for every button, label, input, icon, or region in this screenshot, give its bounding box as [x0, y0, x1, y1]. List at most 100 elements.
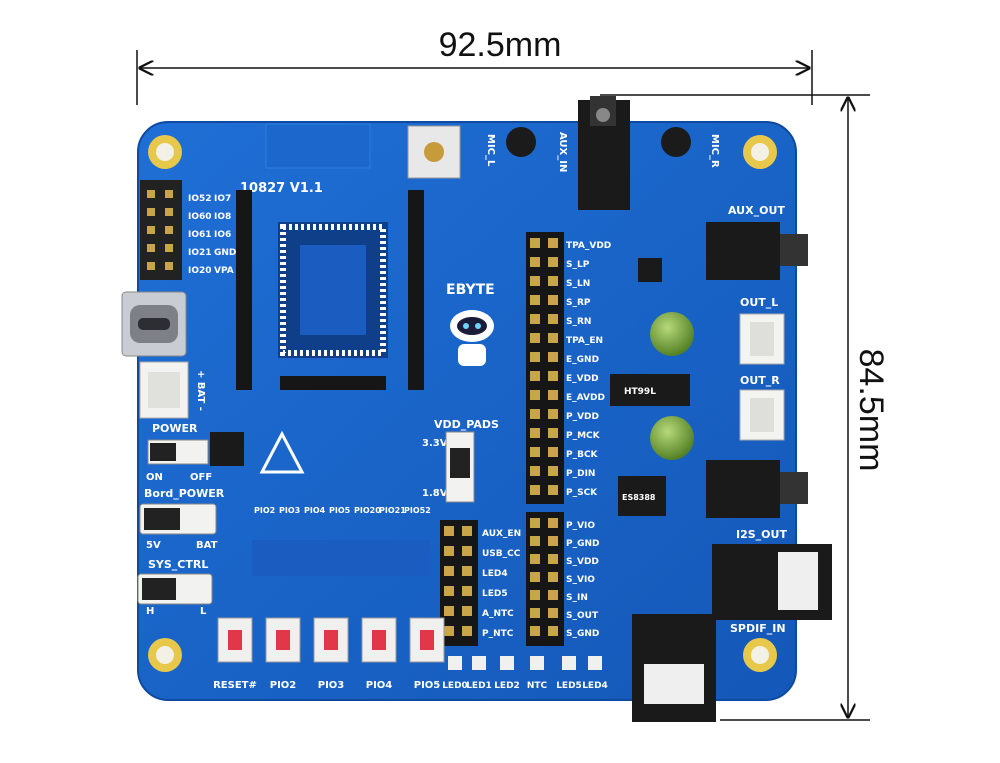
- jumper-label: P_VDD: [566, 412, 599, 422]
- module-socket: [236, 190, 424, 390]
- svg-text:IO7: IO7: [214, 194, 231, 204]
- main-chip-footprint: [278, 222, 388, 358]
- jumper-label: S_LN: [566, 279, 590, 289]
- svg-text:H: H: [146, 606, 154, 617]
- svg-text:IO61: IO61: [188, 230, 212, 240]
- small-ic: [638, 258, 662, 282]
- antenna-area: [265, 123, 371, 169]
- mic-right: MIC_R: [661, 127, 720, 168]
- esd-warning-icon: [259, 430, 305, 474]
- svg-text:SPDIF_IN: SPDIF_IN: [730, 622, 786, 635]
- jumper-label: P_NTC: [482, 629, 514, 639]
- svg-text:ES8388: ES8388: [622, 493, 656, 502]
- pio-label: PIO3: [279, 506, 300, 515]
- jumper-label: E_VDD: [566, 374, 599, 384]
- svg-text:AUX_IN: AUX_IN: [557, 132, 568, 172]
- pio-label: PIO20: [354, 506, 381, 515]
- svg-text:L: L: [200, 606, 207, 617]
- jumper-label: P_DIN: [566, 469, 595, 479]
- jumper-block-left: [440, 520, 478, 646]
- jumper-label: TPA_VDD: [566, 241, 611, 251]
- gpio-header: IO52 IO60 IO61 IO21 IO20 IO7 IO8 IO6 GND…: [140, 180, 236, 280]
- aux-out-jack: AUX_OUT: [706, 204, 808, 280]
- dimension-width: 92.5mm: [136, 26, 813, 105]
- pio-label: PIO21: [379, 506, 406, 515]
- svg-text:MIC_R: MIC_R: [709, 134, 720, 168]
- ebyte-logo: EBYTE: [446, 282, 495, 298]
- svg-text:POWER: POWER: [152, 422, 198, 435]
- height-label: 84.5mm: [852, 349, 890, 472]
- jumper-label: LED5: [482, 589, 508, 599]
- pio-resistor-row: [252, 540, 430, 576]
- amplifier-ic: HT99L: [610, 374, 690, 406]
- led-label: NTC: [527, 681, 548, 691]
- jumper-label: S_VIO: [566, 575, 595, 585]
- robot-mascot-icon: [450, 310, 494, 366]
- aux-in-jack: AUX_IN: [557, 96, 630, 210]
- jumper-label: S_OUT: [566, 611, 599, 621]
- svg-text:5V: 5V: [146, 540, 161, 551]
- led-label: LED1: [466, 681, 492, 691]
- svg-text:Bord_POWER: Bord_POWER: [144, 487, 225, 500]
- battery-connector: + BAT -: [139, 361, 206, 419]
- pio-label: PIO2: [254, 506, 275, 515]
- codec-ic: ES8388: [618, 476, 666, 516]
- push-button: [265, 617, 301, 663]
- led-label: LED4: [582, 681, 608, 691]
- svg-text:IO52: IO52: [188, 194, 212, 204]
- svg-text:VDD_PADS: VDD_PADS: [434, 418, 499, 431]
- mic-left: MIC_L: [485, 127, 536, 167]
- svg-text:SYS_CTRL: SYS_CTRL: [148, 558, 208, 571]
- led: [562, 656, 576, 670]
- tactile-switch: [407, 125, 461, 179]
- optical-connector-bottom: [632, 614, 716, 722]
- i2s-out-jack: I2S_OUT: [706, 460, 808, 541]
- svg-text:OUT_L: OUT_L: [740, 296, 778, 309]
- svg-text:ON: ON: [146, 472, 163, 483]
- out-right-connector: OUT_R: [739, 374, 785, 441]
- jumper-label: S_GND: [566, 629, 599, 639]
- svg-text:IO8: IO8: [214, 212, 231, 222]
- jumper-label: P_SCK: [566, 488, 598, 498]
- jumper-label: S_VDD: [566, 557, 599, 567]
- button-label: PIO3: [318, 680, 345, 691]
- vdd-pads-switch: VDD_PADS 3.3V 1.8V: [422, 418, 499, 503]
- button-label: RESET#: [213, 680, 257, 691]
- svg-text:MIC_L: MIC_L: [485, 134, 496, 167]
- svg-text:1.8V: 1.8V: [422, 488, 448, 499]
- svg-text:EBYTE: EBYTE: [446, 282, 495, 298]
- jumper-label: E_AVDD: [566, 393, 605, 403]
- svg-text:I2S_OUT: I2S_OUT: [736, 528, 787, 541]
- svg-text:HT99L: HT99L: [624, 387, 656, 397]
- jumper-label: P_BCK: [566, 450, 599, 460]
- svg-text:IO21: IO21: [188, 248, 212, 258]
- mounting-hole: [148, 135, 777, 672]
- led: [472, 656, 486, 670]
- led-label: LED5: [556, 681, 582, 691]
- jumper-label: E_GND: [566, 355, 599, 365]
- led-label: LED0: [442, 681, 468, 691]
- pio-label: PIO52: [404, 506, 431, 515]
- board-version: 10827 V1.1: [240, 181, 323, 196]
- jumper-label: S_LP: [566, 260, 590, 270]
- dimension-height: 84.5mm: [600, 94, 890, 721]
- svg-text:IO6: IO6: [214, 230, 231, 240]
- sys-ctrl-switch: SYS_CTRL H L: [137, 558, 213, 617]
- electrolytic-capacitor: [650, 312, 694, 460]
- svg-text:GND: GND: [214, 248, 236, 258]
- svg-text:IO60: IO60: [188, 212, 212, 222]
- button-label: PIO2: [270, 680, 297, 691]
- jumper-label: P_GND: [566, 539, 600, 549]
- jumper-label: TPA_EN: [566, 336, 603, 346]
- svg-text:OUT_R: OUT_R: [740, 374, 780, 387]
- jumper-label: LED4: [482, 569, 508, 579]
- pio-label: PIO4: [304, 506, 326, 515]
- jumper-label: S_RP: [566, 298, 591, 308]
- jumper-block-top: [526, 232, 564, 504]
- width-label: 92.5mm: [439, 26, 562, 64]
- jumper-label: P_MCK: [566, 431, 601, 441]
- bord-power-switch: Bord_POWER 5V BAT: [139, 487, 225, 551]
- led: [448, 656, 462, 670]
- led: [588, 656, 602, 670]
